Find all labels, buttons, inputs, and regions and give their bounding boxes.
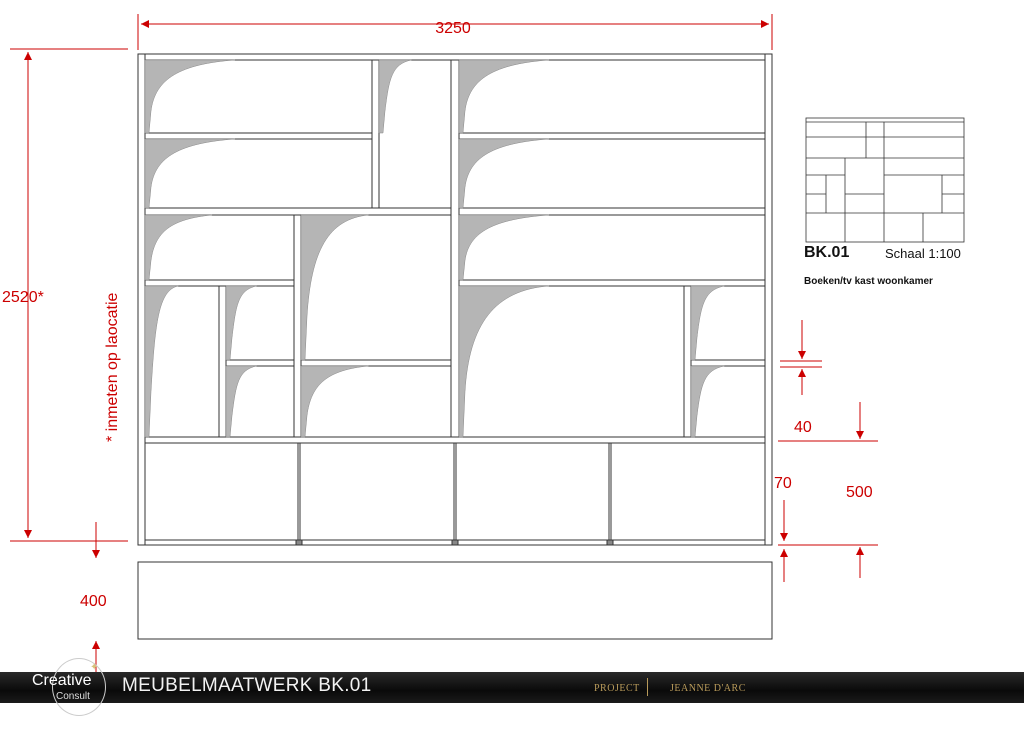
shadow-curve-2 xyxy=(378,59,412,134)
shelf-thickness-label: 40 xyxy=(794,419,812,436)
company-logo: Creative Consult ✦ xyxy=(28,656,108,716)
compartment-shadows xyxy=(144,59,725,438)
footer-title: MEUBELMAATWERK BK.01 xyxy=(122,675,372,696)
measure-note: * inmeten op laocatie xyxy=(104,292,121,442)
drawer-4 xyxy=(610,442,766,541)
shadow-curve-8 xyxy=(458,214,550,281)
dimension-lines xyxy=(10,14,878,672)
shadow-curve-9 xyxy=(144,285,179,438)
shadow-curve-3 xyxy=(144,138,236,209)
width-label: 3250 xyxy=(435,20,471,37)
logo-brand: Creative xyxy=(32,672,92,689)
gap-label: 70 xyxy=(774,475,792,492)
thumbnail-description: Boeken/tv kast woonkamer xyxy=(804,276,933,287)
thumbnail-ref: BK.01 xyxy=(804,244,850,261)
shadow-curve-6 xyxy=(144,214,213,281)
logo-ring xyxy=(52,658,106,716)
shadow-curve-12 xyxy=(300,365,369,438)
shadow-curve-14 xyxy=(690,285,725,361)
shadow-curve-13 xyxy=(458,285,550,438)
footer-client: JEANNE D'ARC xyxy=(670,683,746,694)
footer-bar: MEUBELMAATWERK BK.01 PROJECT JEANNE D'AR… xyxy=(0,672,1024,703)
logo-sub: Consult xyxy=(56,691,90,702)
shadow-curve-15 xyxy=(690,365,725,438)
drawer-3 xyxy=(455,442,610,541)
drawer-2 xyxy=(299,442,455,541)
thumbnail-scale: Schaal 1:100 xyxy=(885,246,961,261)
drawers xyxy=(144,442,766,546)
footer-project-label: PROJECT xyxy=(594,683,640,694)
drawer-1 xyxy=(144,442,299,541)
shadow-curve-4 xyxy=(458,59,550,134)
lower-height-label: 500 xyxy=(846,484,873,501)
shadow-curve-11 xyxy=(225,365,257,438)
footer-separator xyxy=(647,678,648,696)
height-label: 2520* xyxy=(2,289,44,306)
thumbnail-drawing xyxy=(805,117,965,243)
shadow-curve-1 xyxy=(144,59,236,134)
shelves-group xyxy=(144,59,766,444)
shadow-curve-7 xyxy=(300,214,369,361)
shadow-curve-10 xyxy=(225,285,257,361)
star-icon: ✦ xyxy=(90,662,99,673)
plinth xyxy=(137,561,773,640)
plinth-label: 400 xyxy=(80,593,107,610)
shadow-curve-5 xyxy=(458,138,550,209)
